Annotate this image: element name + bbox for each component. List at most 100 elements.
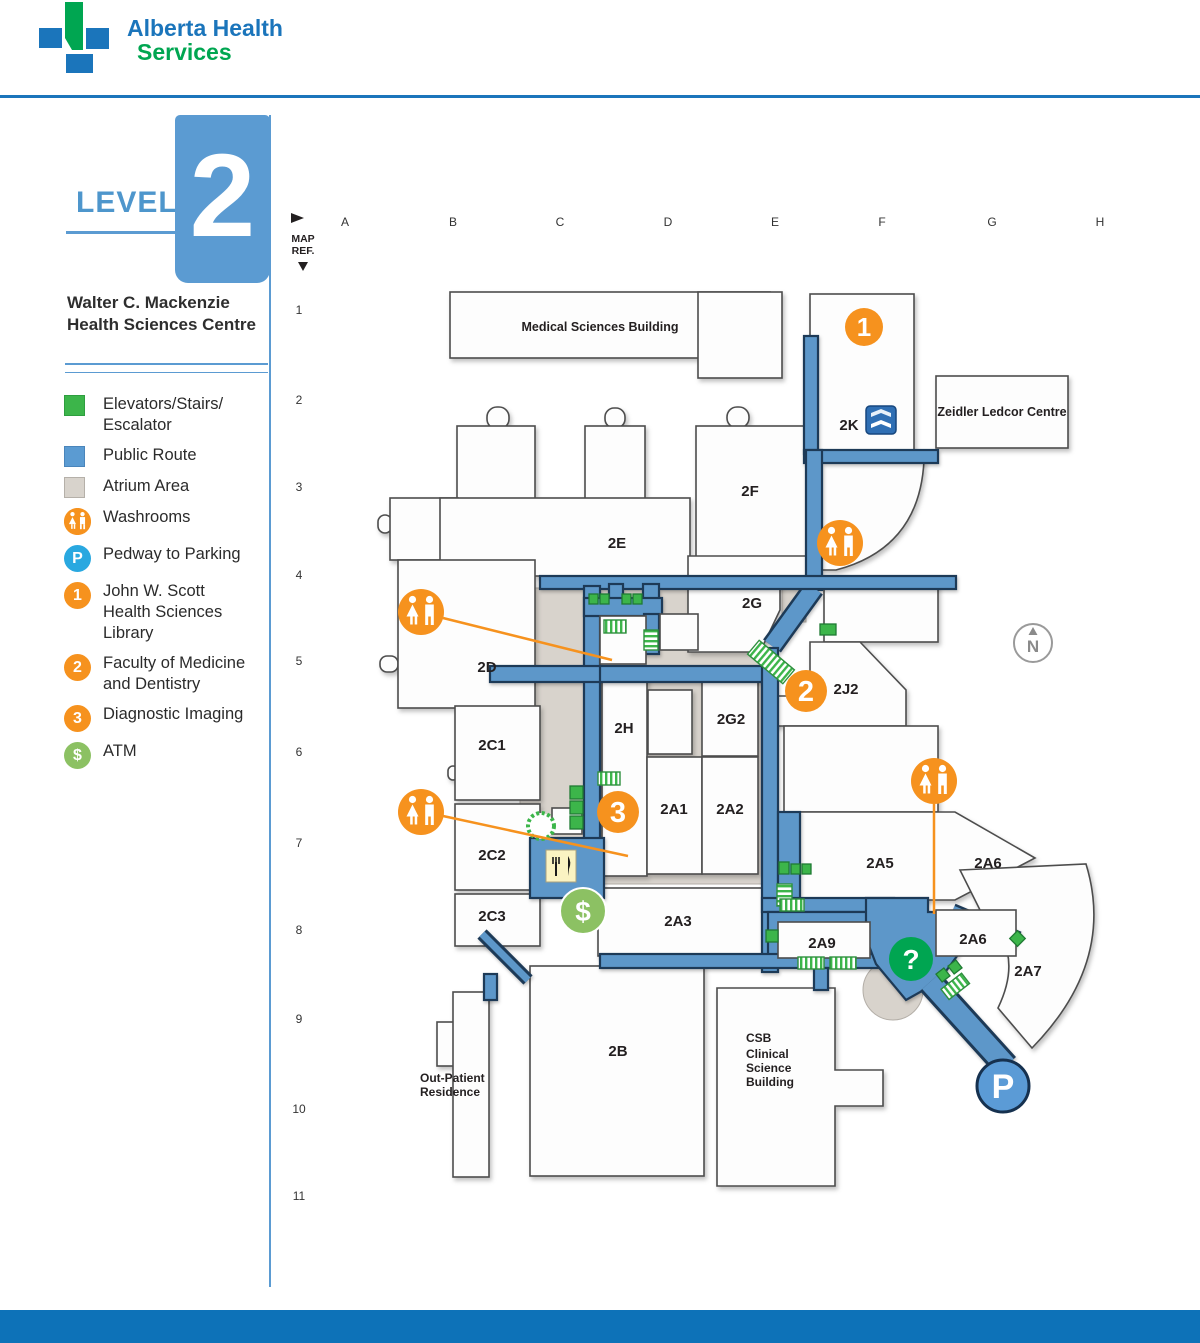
escalator-icon [746,639,796,685]
legend-item-atm: $ ATM [64,741,279,769]
grid-column-labels: A B C D E F G H [341,215,1104,229]
building-2b [529,965,705,1177]
legend-label: Escalator [103,416,172,434]
legend-label: Faculty of Medicine [103,654,246,672]
label-2c3: 2C3 [478,908,506,925]
building-csb [716,987,884,1187]
level-panel: 2 [175,115,270,283]
label-2c1: 2C1 [478,737,506,754]
grid-row-label: 6 [296,745,303,759]
grid-row-label: 10 [292,1102,306,1116]
label-csb-code: CSB [746,1031,772,1045]
legend-item-library: 1 John W. Scott Health Sciences Library [64,581,279,644]
level-underline [66,231,175,234]
label-2a3: 2A3 [664,913,692,930]
building-medical-sciences-wing [697,291,783,379]
badge-medicine-number: 2 [798,676,814,708]
library-book-icon [865,405,897,435]
parking-icon: P [64,545,91,572]
restaurant-icon [545,849,577,883]
compass-north-icon: N [1013,623,1053,663]
grid-column-label: A [341,215,349,229]
washroom-icon [398,789,444,835]
legend-label: ATM [103,742,137,760]
grid-row-label: 4 [296,568,303,582]
label-2a2: 2A2 [716,801,744,818]
spiral-stair-icon [526,811,556,841]
label-csb-line3: Building [746,1075,794,1089]
building-medical-sciences [449,291,771,359]
facility-name-line2: Health Sciences Centre [67,314,256,334]
grid-column-label: D [664,215,673,229]
escalator-icon [603,619,627,634]
label-2e: 2E [608,535,626,552]
badge-info: ? [889,937,933,981]
building-2a6-lower [935,909,1017,957]
atm-icon: $ [64,742,91,769]
building-curved-2f [821,459,925,571]
label-2c2: 2C2 [478,847,506,864]
label-2h: 2H [614,720,633,737]
map-ref-line1: MAP [291,233,314,245]
header-divider [0,95,1200,98]
legend-item-washrooms: Washrooms [64,507,279,535]
building-2a9 [777,921,871,959]
label-2a9: 2A9 [808,935,836,952]
grid-column-label: H [1096,215,1105,229]
label-csb-line2: Science [746,1061,792,1075]
legend-label: Elevators/Stairs/ [103,395,224,413]
badge-imaging-number: 3 [610,797,626,829]
stairs-icon [797,956,825,970]
label-2f: 2F [741,483,759,500]
grid-column-label: E [771,215,779,229]
grid-row-label: 3 [296,480,303,494]
legend-label: Pedway to Parking [103,545,241,563]
label-2a1: 2A1 [660,801,688,818]
escalator-icon [597,771,621,786]
grid-row-label: 5 [296,654,303,668]
elevators-and-stairs [526,593,1027,1001]
escalator-icon [643,629,659,651]
grid-column-label: G [987,215,996,229]
map-ref-down-arrow-icon [298,262,308,271]
grid-row-label: 2 [296,393,303,407]
brand-wordmark: Alberta Health Services [127,16,283,64]
building-2d [397,559,536,709]
label-2k: 2K [839,417,858,434]
legend-label: Public Route [103,446,197,464]
washroom-icon [64,508,91,535]
legend-label: Washrooms [103,508,191,526]
badge-parking-letter: P [992,1068,1015,1106]
label-medical-sciences: Medical Sciences Building [522,320,679,334]
leader-lines [442,616,936,914]
label-2g2: 2G2 [717,711,745,728]
building-2a5-2a6 [797,811,1037,901]
badge-atm: $ [559,887,607,935]
badge-info-symbol: ? [902,944,919,975]
building-2k [809,293,915,457]
ahs-logo-icon [39,2,109,73]
label-2d: 2D [477,659,496,676]
badge-3-icon: 3 [64,705,91,732]
legend-item-medicine: 2 Faculty of Medicine and Dentistry [64,653,279,695]
building-2g [687,555,807,653]
facility-name: Walter C. Mackenzie Health Sciences Cent… [67,292,272,336]
brand-line2: Services [137,39,232,66]
grid-column-label: B [449,215,457,229]
building-outpatient [452,991,490,1178]
legend-label: Atrium Area [103,477,190,495]
label-2a5: 2A5 [866,855,894,872]
stairs-icon [940,972,971,1001]
sidebar-vertical-rule [269,115,271,1287]
building-2a7 [958,863,1095,1050]
building-2j2 [771,641,907,727]
building-2a3 [597,887,766,957]
badge-library-number: 1 [857,312,871,342]
legend-item-imaging: 3 Diagnostic Imaging [64,704,279,732]
map-ref-right-arrow-icon [291,213,304,223]
washroom-icon [911,758,957,804]
buildings [377,291,1095,1187]
label-csb-line1: Clinical [746,1047,789,1061]
legend-label: Diagnostic Imaging [103,705,244,723]
